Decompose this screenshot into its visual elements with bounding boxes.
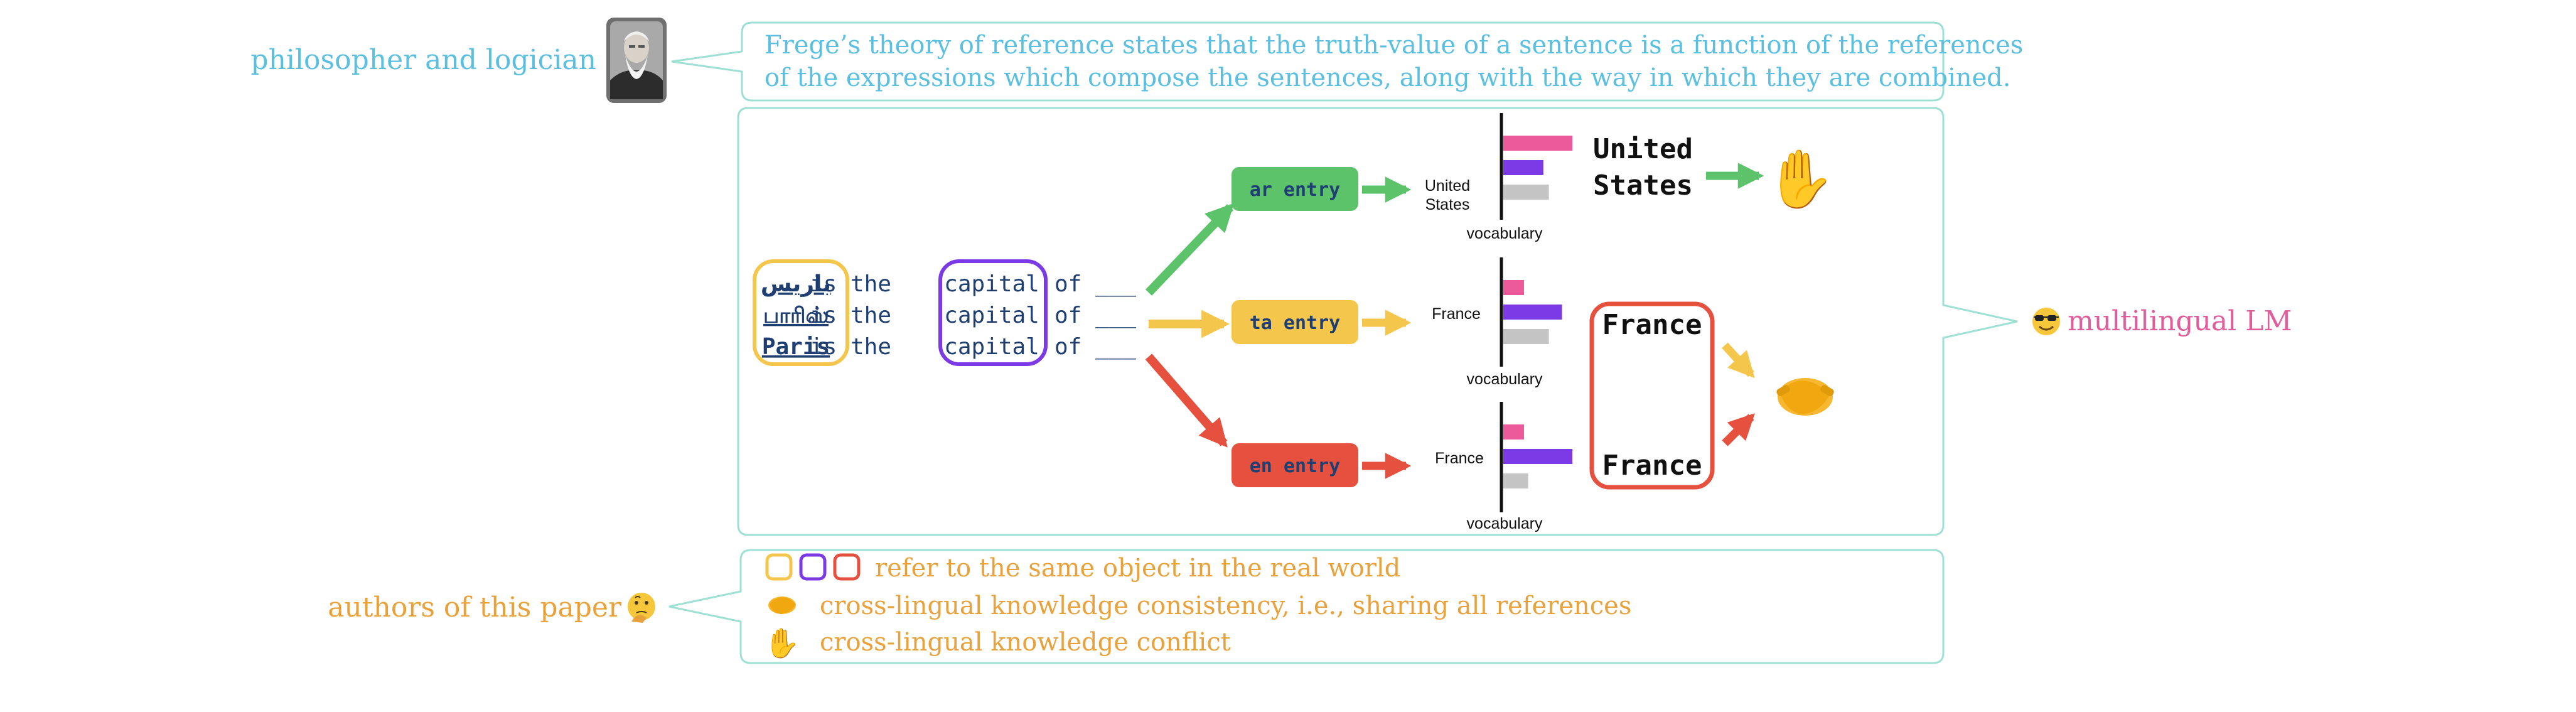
- dist-en-label: France: [1435, 450, 1484, 467]
- entry-ta: ta entry: [1232, 300, 1358, 344]
- consistency-arrow-red: [1722, 413, 1755, 446]
- subject-arabic: باريس: [761, 271, 831, 297]
- distribution-ta: France vocabulary: [1432, 257, 1562, 388]
- main-panel-frame: [737, 107, 2018, 536]
- dist-en-bar-1: [1503, 424, 1524, 440]
- legend-callout-frame: [668, 549, 1945, 664]
- dist-ar-label-line1: United: [1425, 177, 1470, 195]
- philosopher-label: philosopher and logician: [250, 44, 596, 76]
- relation-english: capital: [944, 334, 1039, 360]
- dist-en-bar-3: [1503, 473, 1528, 488]
- subject-english: Paris: [762, 334, 830, 360]
- smiling-sunglasses-icon: [2032, 308, 2060, 335]
- quote-callout-frame: [671, 21, 1945, 102]
- branch-arrow-en: [1145, 353, 1228, 448]
- sentence-tamil-rest2: of ___: [1055, 303, 1136, 328]
- entry-ta-label: ta entry: [1250, 312, 1341, 334]
- dist-ta-bar-3: [1503, 329, 1549, 344]
- entry-ar-label: ar entry: [1250, 179, 1341, 201]
- legend-handshake-icon: [768, 596, 796, 614]
- dist-ta-bar-1: [1503, 280, 1524, 295]
- legend-item-conflict: ✋ cross-lingual knowledge conflict: [764, 627, 1230, 659]
- legend-consistency-text: cross-lingual knowledge consistency, i.e…: [820, 591, 1631, 620]
- legend-item-consistency: cross-lingual knowledge consistency, i.e…: [768, 591, 1631, 620]
- authors-label: authors of this paper: [328, 591, 622, 623]
- dist-ar-bar-2: [1503, 160, 1543, 175]
- prediction-ar-line1: United: [1593, 133, 1693, 165]
- dist-ar-bar-1: [1503, 136, 1572, 151]
- frege-quote-line2: of the expressions which compose the sen…: [765, 63, 2011, 92]
- handshake-icon: [1776, 378, 1834, 416]
- dist-ar-bar-3: [1503, 185, 1549, 200]
- relation-tamil: capital: [944, 303, 1039, 328]
- dist-en-bar-2: [1503, 449, 1572, 464]
- relation-group-box: [938, 259, 1048, 366]
- raised-hand-icon: ✋: [1765, 147, 1835, 211]
- multilingual-lm-label: multilingual LM: [2068, 305, 2292, 337]
- sentence-english-rest1: is the: [810, 334, 891, 360]
- branch-arrow-ar: [1145, 203, 1235, 296]
- dist-ar-label-line2: States: [1425, 196, 1470, 213]
- prediction-ta: France: [1602, 309, 1702, 341]
- subject-group-box: [753, 259, 849, 366]
- legend-item-same-object: refer to the same object in the real wor…: [765, 553, 1400, 583]
- subject-tamil: பாரிஸ்: [763, 304, 829, 328]
- distribution-en: France vocabulary: [1435, 402, 1572, 532]
- relation-arabic: capital: [944, 271, 1039, 297]
- thinking-face-icon: [628, 593, 655, 623]
- frege-quote-line1: Frege’s theory of reference states that …: [765, 31, 2023, 60]
- prediction-en: France: [1602, 450, 1702, 482]
- dist-ta-bar-2: [1503, 305, 1562, 320]
- input-sentences: باريس is the capital of ___ பாரிஸ் is th…: [753, 259, 1137, 366]
- dist-ar-axis-label: vocabulary: [1467, 225, 1543, 242]
- sentence-tamil: பாரிஸ் is the capital of ___: [763, 303, 1136, 328]
- sentence-arabic: باريس is the capital of ___: [761, 271, 1136, 297]
- sentence-english: Paris is the capital of ___: [762, 334, 1137, 360]
- legend-conflict-text: cross-lingual knowledge conflict: [820, 628, 1231, 657]
- legend-purple-box: [799, 553, 827, 581]
- entry-en: en entry: [1232, 443, 1358, 487]
- legend-raised-hand-icon: ✋: [764, 627, 800, 659]
- sentence-arabic-rest1: is the: [810, 271, 891, 297]
- consistent-group-box: [1589, 301, 1715, 490]
- entry-en-label: en entry: [1250, 455, 1341, 477]
- prediction-ar-line2: States: [1593, 170, 1693, 202]
- sentence-english-rest2: of ___: [1055, 334, 1136, 360]
- frege-portrait: [606, 18, 667, 103]
- entry-ar: ar entry: [1232, 167, 1358, 211]
- legend-red-box: [833, 553, 861, 581]
- dist-en-axis-label: vocabulary: [1467, 515, 1543, 532]
- distribution-ar: United States vocabulary: [1425, 113, 1572, 242]
- dist-ta-axis-label: vocabulary: [1467, 370, 1543, 388]
- legend-same-object-text: refer to the same object in the real wor…: [875, 554, 1400, 583]
- dist-ta-label: France: [1432, 305, 1481, 323]
- sentence-tamil-rest1: is the: [810, 303, 891, 328]
- legend-yellow-box: [765, 553, 793, 581]
- sentence-arabic-rest2: of ___: [1055, 271, 1136, 297]
- consistency-arrow-yellow: [1722, 342, 1755, 379]
